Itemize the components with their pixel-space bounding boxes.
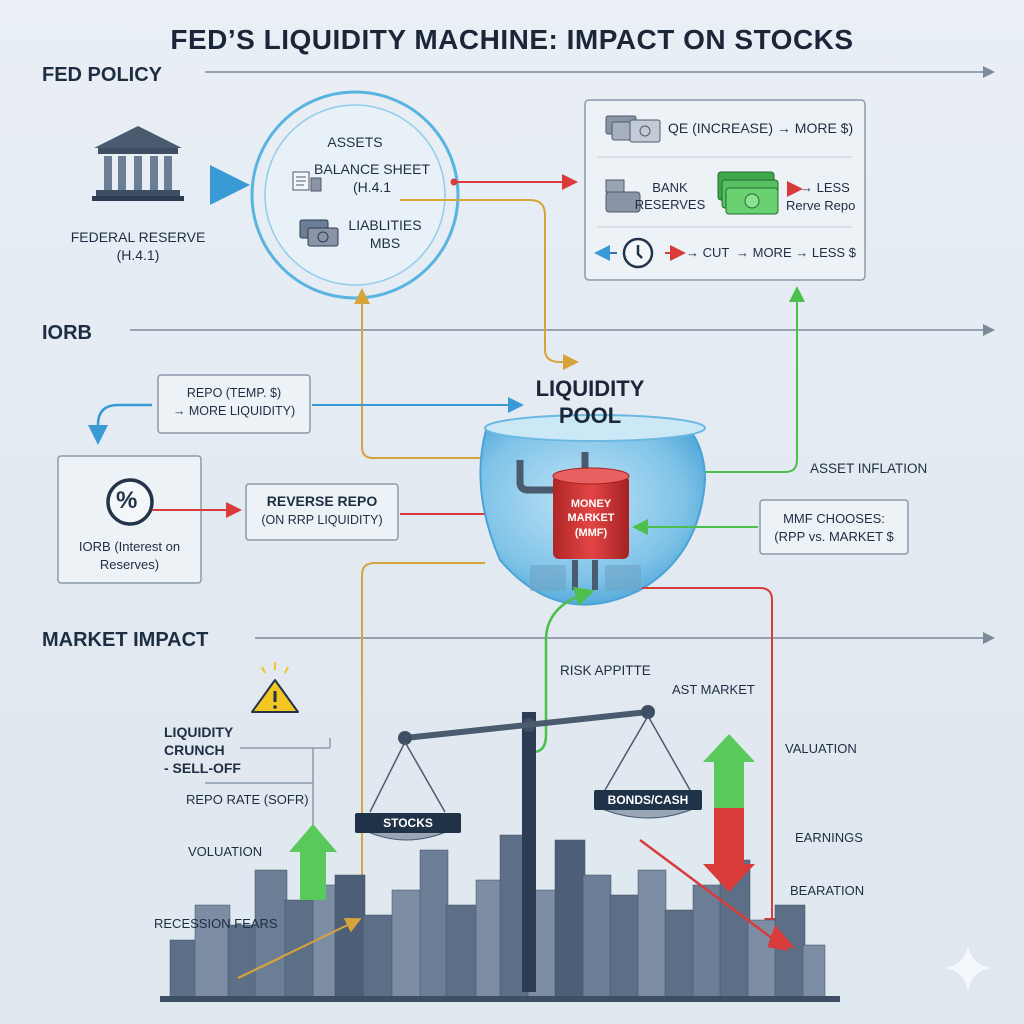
money-market-barrel bbox=[552, 467, 630, 559]
iorb-line2: Reserves) bbox=[99, 557, 160, 572]
balance-sheet-label: BALANCE SHEET bbox=[314, 161, 430, 177]
valuation-label: VALUATION bbox=[785, 741, 857, 756]
risk-appetite-label: RISK APPITTE bbox=[560, 663, 651, 678]
mmf-box-line2: (RPP vs. MARKET $ bbox=[774, 529, 894, 544]
section-fed-policy: FED POLICY bbox=[42, 64, 163, 86]
mmf-line2: MARKET bbox=[567, 512, 615, 525]
pool-to-policy-green-path bbox=[665, 286, 805, 473]
asset-inflation-label: ASSET INFLATION bbox=[810, 461, 928, 476]
earnings-label: EARNINGS bbox=[795, 830, 863, 845]
assets-label: ASSETS bbox=[327, 134, 383, 150]
bonds-cash-label: BONDS/CASH bbox=[594, 790, 702, 810]
balance-to-pool-gold-path bbox=[400, 199, 579, 370]
section-market-impact: MARKET IMPACT bbox=[42, 629, 209, 651]
recession-label: RECESSION FEARS bbox=[154, 916, 278, 931]
crunch-line1: LIQUIDITY bbox=[164, 724, 234, 740]
cash-stack-icon bbox=[605, 115, 661, 143]
ast-market-label: AST MARKET bbox=[672, 682, 755, 697]
sparkle-icon bbox=[944, 945, 992, 992]
pool-to-balance-gold-path bbox=[354, 288, 485, 459]
mbs-label: MBS bbox=[369, 235, 401, 251]
green-up-arrow-left bbox=[289, 824, 337, 900]
crunch-line2: CRUNCH bbox=[164, 742, 225, 758]
iorb-line1: IORB (Interest on bbox=[78, 539, 181, 554]
scale-to-pool-green-path bbox=[532, 586, 595, 754]
bank-building-icon bbox=[88, 122, 188, 202]
mmf-line3: (MMF) bbox=[574, 526, 608, 539]
section-iorb: IORB bbox=[42, 322, 92, 344]
mmf-barrel-label: MONEY MARKET (MMF) bbox=[553, 497, 629, 540]
pool-to-bearation-red-path bbox=[642, 587, 780, 934]
cut-label: → CUT bbox=[686, 245, 730, 260]
qe-label: QE (INCREASE) → MORE $) bbox=[668, 120, 854, 136]
fed-name: FEDERAL RESERVE bbox=[70, 229, 206, 245]
bearation-label: BEARATION bbox=[790, 883, 865, 898]
pool-to-market-gold-path bbox=[361, 562, 485, 900]
balance-sheet-sub: (H.4.1 bbox=[352, 179, 392, 195]
page-title: FED’S LIQUIDITY MACHINE: IMPACT ON STOCK… bbox=[170, 24, 854, 55]
more-less-label: → MORE → LESS $ bbox=[736, 245, 856, 260]
pool-title-line2: POOL bbox=[558, 403, 622, 428]
percent-symbol: % bbox=[116, 487, 138, 514]
clock-icon bbox=[622, 237, 654, 269]
bonds-red-diagonal bbox=[639, 838, 790, 951]
cash-pile-icon bbox=[296, 214, 344, 250]
repo-line2: → MORE LIQUIDITY) bbox=[172, 404, 296, 418]
reserves-label: RESERVES bbox=[634, 197, 706, 212]
percent-icon bbox=[106, 478, 154, 526]
repo-line1: REPO (TEMP. $) bbox=[186, 386, 282, 400]
coin-stack-icon bbox=[605, 179, 641, 213]
green-up-arrow-right bbox=[703, 734, 755, 808]
central-tower bbox=[522, 712, 536, 992]
voluation-label: VOLUATION bbox=[188, 844, 263, 859]
money-bundle-icon bbox=[717, 171, 779, 215]
stocks-label: STOCKS bbox=[355, 813, 461, 833]
less-label: → LESS bbox=[800, 180, 850, 195]
bank-label: BANK bbox=[652, 180, 688, 195]
crunch-line3: - SELL-OFF bbox=[164, 760, 241, 776]
fed-sub: (H.4.1) bbox=[116, 247, 160, 263]
liabilities-label: LIABLITIES bbox=[348, 217, 422, 233]
mmf-box-line1: MMF CHOOSES: bbox=[783, 511, 885, 526]
reverse-repo-label: Rerve Repo bbox=[786, 198, 856, 213]
document-icon bbox=[292, 170, 322, 192]
red-down-arrow-right bbox=[703, 808, 755, 892]
repo-blue-curve bbox=[88, 403, 152, 445]
warning-icon bbox=[251, 662, 299, 713]
reverse-line2: (ON RRP LIQUIDITY) bbox=[261, 513, 383, 527]
repo-rate-label: REPO RATE (SOFR) bbox=[186, 792, 309, 807]
pool-title-line1: LIQUIDITY bbox=[535, 376, 645, 401]
reverse-line1: REVERSE REPO bbox=[266, 493, 378, 509]
mmf-line1: MONEY bbox=[570, 498, 612, 510]
